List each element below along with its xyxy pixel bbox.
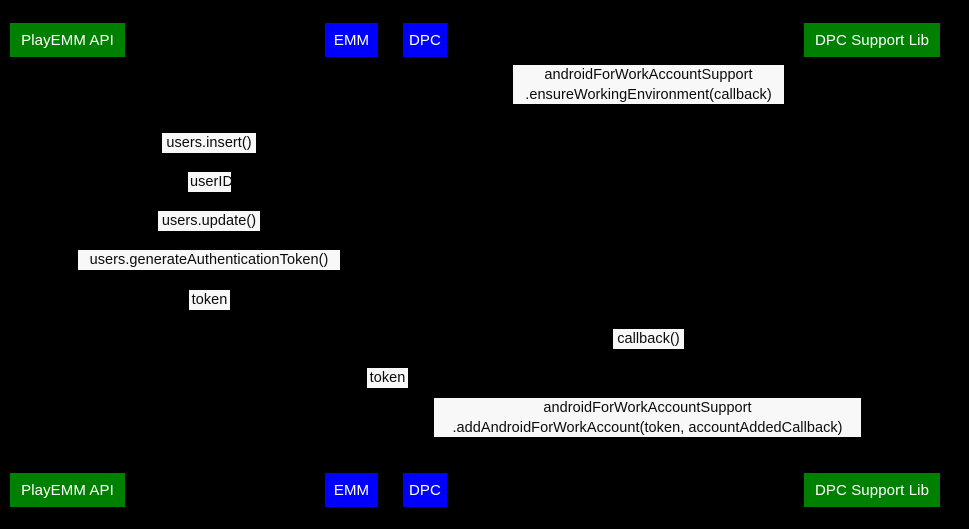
arrow-users-update xyxy=(67,231,351,232)
message-label-users-generate-authentication-token: users.generateAuthenticationToken() xyxy=(78,250,340,270)
participant-dpc-top[interactable]: DPC xyxy=(403,23,447,57)
participant-label: EMM xyxy=(333,481,370,499)
participant-emm-top[interactable]: EMM xyxy=(325,23,378,57)
arrow-users-generate-authentication-token xyxy=(67,270,351,271)
participant-label: DPC Support Lib xyxy=(814,481,930,499)
arrow-callback xyxy=(425,349,872,350)
message-label-user-id: userID xyxy=(188,172,234,192)
arrow-ensure-working-environment xyxy=(425,104,872,105)
participant-label: PlayEMM API xyxy=(21,481,114,499)
participant-label: DPC Support Lib xyxy=(814,31,930,49)
participant-playemm-api-bottom[interactable]: PlayEMM API xyxy=(10,473,125,507)
arrow-token-to-emm xyxy=(67,310,351,311)
lifeline-dpc-support-lib xyxy=(872,57,873,473)
participant-label: PlayEMM API xyxy=(21,31,114,49)
participant-playemm-api-top[interactable]: PlayEMM API xyxy=(10,23,125,57)
participant-dpc-support-lib-bottom[interactable]: DPC Support Lib xyxy=(804,473,940,507)
participant-label: EMM xyxy=(333,31,370,49)
arrow-add-android-for-work-account xyxy=(425,437,872,438)
participant-dpc-bottom[interactable]: DPC xyxy=(403,473,447,507)
participant-dpc-support-lib-top[interactable]: DPC Support Lib xyxy=(804,23,940,57)
participant-label: DPC xyxy=(409,481,441,499)
lifeline-playemm-api xyxy=(67,57,68,473)
message-label-users-insert: users.insert() xyxy=(162,133,256,153)
message-label-token-to-emm: token xyxy=(189,290,230,310)
arrow-token-to-dpc xyxy=(351,388,425,389)
message-label-ensure-working-environment: androidForWorkAccountSupport .ensureWork… xyxy=(513,65,784,104)
arrow-users-insert xyxy=(67,153,351,154)
message-label-callback: callback() xyxy=(613,329,684,349)
message-label-add-android-for-work-account: androidForWorkAccountSupport .addAndroid… xyxy=(434,398,861,437)
lifeline-emm xyxy=(351,57,352,473)
participant-label: DPC xyxy=(409,31,441,49)
participant-emm-bottom[interactable]: EMM xyxy=(325,473,378,507)
message-label-users-update: users.update() xyxy=(158,211,260,231)
message-label-token-to-dpc: token xyxy=(367,368,408,388)
arrow-user-id xyxy=(67,192,351,193)
lifeline-dpc xyxy=(425,57,426,473)
